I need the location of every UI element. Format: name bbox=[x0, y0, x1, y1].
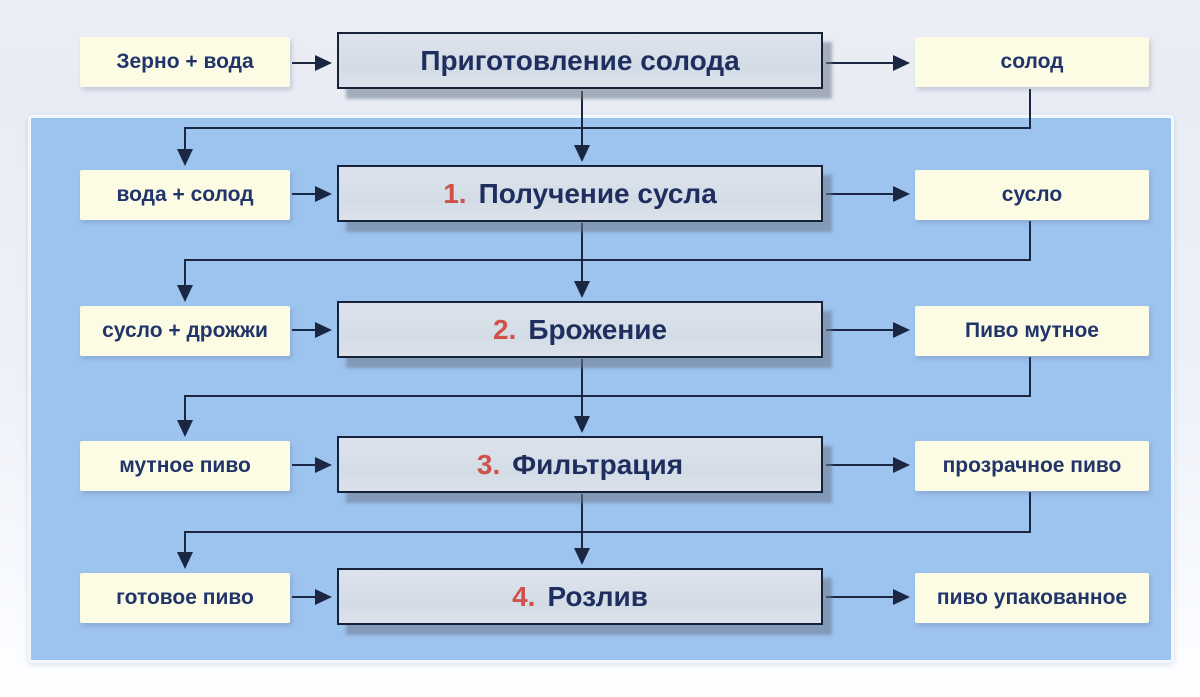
process-label: Брожение bbox=[528, 313, 668, 345]
process-box-wort-production: 1. Получение сусла bbox=[337, 165, 823, 222]
process-label: Фильтрация bbox=[512, 448, 684, 480]
input-box-finished-beer: готовое пиво bbox=[80, 573, 290, 623]
output-box-cloudy-beer: Пиво мутное bbox=[915, 306, 1149, 356]
process-label: Розлив bbox=[547, 580, 648, 612]
connector-output-to-input-0 bbox=[177, 89, 1031, 166]
process-box-fermentation: 2. Брожение bbox=[337, 301, 823, 358]
process-label: Получение сусла bbox=[478, 177, 717, 209]
connector-output-to-input-2 bbox=[177, 357, 1031, 437]
input-box-wort-yeast: сусло + дрожжи bbox=[80, 306, 290, 356]
input-box-grain-water: Зерно + вода bbox=[80, 37, 290, 87]
process-box-bottling: 4. Розлив bbox=[337, 568, 823, 625]
process-box-malt-preparation: Приготовление солода bbox=[337, 32, 823, 89]
output-box-packaged-beer: пиво упакованное bbox=[915, 573, 1149, 623]
process-number: 3. bbox=[476, 448, 501, 480]
process-box-filtration: 3. Фильтрация bbox=[337, 436, 823, 493]
process-label: Приготовление солода bbox=[420, 44, 740, 76]
output-box-malt: солод bbox=[915, 37, 1149, 87]
output-box-wort: сусло bbox=[915, 170, 1149, 220]
input-box-water-malt: вода + солод bbox=[80, 170, 290, 220]
connector-output-to-input-3 bbox=[177, 492, 1031, 569]
input-box-cloudy-beer: мутное пиво bbox=[80, 441, 290, 491]
process-number: 2. bbox=[492, 313, 517, 345]
output-box-clear-beer: прозрачное пиво bbox=[915, 441, 1149, 491]
connector-output-to-input-1 bbox=[177, 221, 1031, 302]
process-number: 1. bbox=[443, 177, 467, 209]
process-number: 4. bbox=[512, 580, 536, 612]
